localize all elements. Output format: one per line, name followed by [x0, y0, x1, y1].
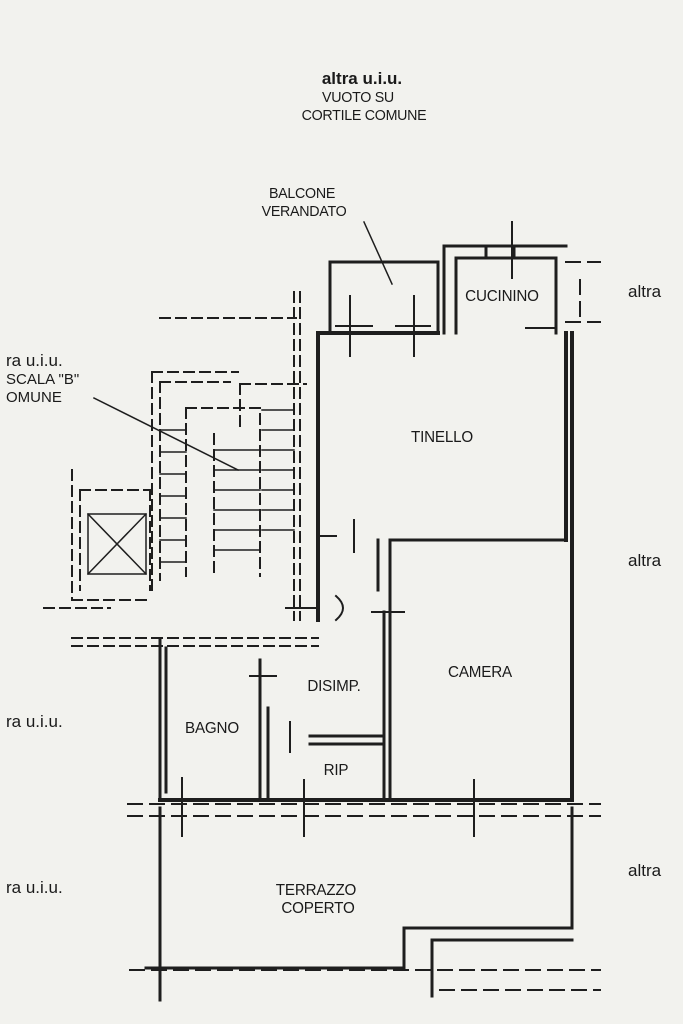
top-neighbour-title: altra u.i.u. [321, 69, 403, 88]
cucinino-label: CUCININO [465, 288, 539, 305]
leader-lines [92, 221, 393, 472]
right-neighbour-mid: altra [628, 551, 662, 570]
left-neighbour-mid: ra u.i.u. [6, 712, 63, 731]
lift-shaft-cross [86, 512, 148, 576]
interior-walls [158, 538, 568, 802]
left-neighbour-low: ra u.i.u. [6, 878, 63, 897]
staircase-outline [43, 291, 319, 647]
window-markers [167, 221, 557, 837]
cucinino-walls [442, 244, 568, 335]
door-marks [249, 519, 405, 753]
terrazzo-label-line1: TERRAZZO [275, 882, 357, 899]
top-neighbour-line2: CORTILE COMUNE [301, 107, 427, 124]
balcone-label-line1: BALCONE [268, 185, 336, 202]
rip-label: RIP [323, 762, 349, 779]
exterior-walls [158, 331, 574, 802]
boundary-dashes [127, 261, 601, 991]
disimp-label: DISIMP. [307, 678, 361, 695]
terrazzo-walls [144, 806, 574, 1002]
right-neighbour-top: altra [628, 282, 662, 301]
stair-treads [159, 409, 295, 563]
scala-neighbour-line3: OMUNE [6, 389, 62, 406]
scala-neighbour-line1: ra u.i.u. [6, 351, 63, 370]
terrazzo-label-line2: COPERTO [281, 900, 355, 917]
balcone-verandato-walls [328, 260, 440, 335]
scala-neighbour-line2: SCALA "B" [6, 371, 80, 388]
bagno-label: BAGNO [185, 720, 239, 737]
camera-label: CAMERA [448, 664, 512, 681]
right-neighbour-low: altra [628, 861, 662, 880]
top-neighbour-line1: VUOTO SU [322, 89, 394, 106]
balcone-label-line2: VERANDATO [261, 203, 347, 220]
tinello-label: TINELLO [410, 429, 474, 446]
